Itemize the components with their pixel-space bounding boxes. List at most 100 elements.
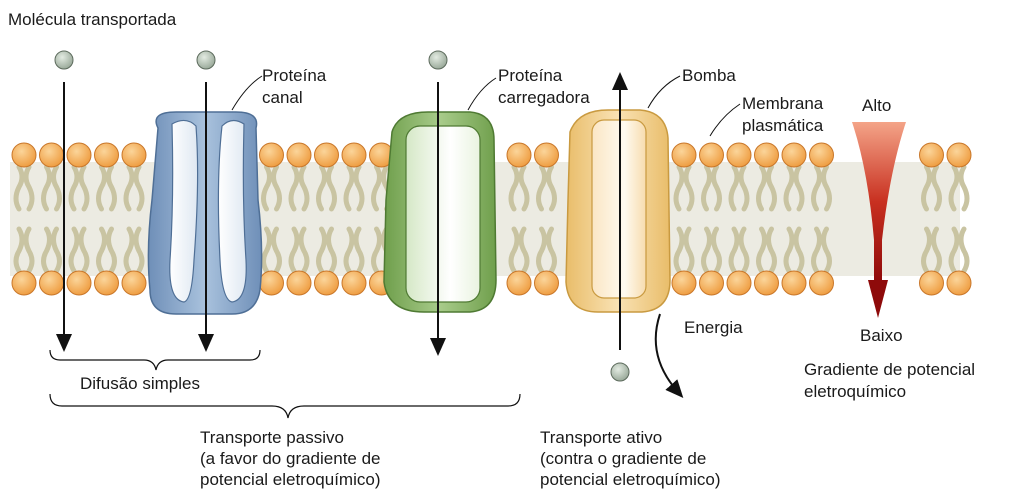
lipid-head bbox=[94, 142, 119, 168]
lipid-tail bbox=[353, 226, 365, 274]
lipid-tail bbox=[298, 226, 310, 274]
lipid-tail bbox=[738, 226, 750, 274]
lipid-tail bbox=[508, 164, 520, 212]
lipid-head bbox=[726, 270, 752, 296]
lipid-tail bbox=[133, 164, 145, 212]
lipid-tail bbox=[811, 164, 822, 212]
lipid-head bbox=[11, 270, 37, 296]
lipid-head bbox=[121, 142, 147, 168]
lipid-tail bbox=[793, 164, 805, 212]
lipid-tail bbox=[123, 226, 135, 274]
label-passive-line3: potencial eletroquímico) bbox=[200, 470, 381, 489]
lipid-tail bbox=[948, 226, 960, 274]
lipid-head bbox=[314, 142, 339, 168]
lipid-tail bbox=[931, 226, 942, 274]
lipid-tail bbox=[133, 226, 145, 274]
pump-protein bbox=[565, 109, 671, 313]
lipid-tail bbox=[948, 164, 960, 212]
lipid-tail bbox=[811, 226, 822, 274]
lipid-tail bbox=[701, 164, 712, 212]
label-membrane-line1: Membrana bbox=[742, 94, 824, 113]
lipid-head bbox=[66, 270, 92, 296]
label-gradient-line1: Gradiente de potencial bbox=[804, 360, 976, 379]
lipid-tail bbox=[518, 164, 530, 212]
lipid-head bbox=[671, 142, 697, 168]
lipid-head bbox=[39, 270, 64, 296]
lipid-head bbox=[809, 270, 834, 296]
lipid-tail bbox=[546, 164, 557, 212]
lipid-head bbox=[809, 142, 834, 168]
lipid-head bbox=[66, 142, 92, 168]
label-membrane-line2: plasmática bbox=[742, 116, 824, 135]
molecule-carrier bbox=[428, 50, 448, 70]
molecules bbox=[54, 50, 630, 382]
leader-lines bbox=[231, 75, 741, 137]
lipid-tail bbox=[261, 226, 272, 274]
lipid-tail bbox=[958, 164, 970, 212]
label-pump: Bomba bbox=[682, 66, 736, 85]
lipid-tail bbox=[106, 164, 117, 212]
lipid-head bbox=[946, 142, 972, 168]
channel-protein bbox=[147, 111, 263, 315]
lipid-tail bbox=[23, 164, 35, 212]
lipid-tail bbox=[41, 226, 52, 274]
lipid-tail bbox=[673, 226, 685, 274]
lipid-tail bbox=[96, 226, 107, 274]
lipid-tail bbox=[766, 164, 777, 212]
label-carrier-line1: Proteína bbox=[498, 66, 563, 85]
lipid-head bbox=[94, 270, 119, 296]
lipid-head bbox=[919, 142, 944, 168]
lipid-tail bbox=[326, 164, 337, 212]
lipid-tail bbox=[821, 226, 832, 274]
transport-arrows bbox=[56, 72, 684, 398]
lipid-tail bbox=[921, 164, 932, 212]
lipid-tail bbox=[821, 164, 832, 212]
lipid-head bbox=[534, 270, 559, 296]
lipid-head bbox=[781, 270, 807, 296]
label-active-line3: potencial eletroquímico) bbox=[540, 470, 721, 489]
label-molecule: Molécula transportada bbox=[8, 10, 177, 29]
lipid-tail bbox=[96, 164, 107, 212]
lipid-tail bbox=[711, 164, 722, 212]
lipid-tail bbox=[766, 226, 777, 274]
lipid-tail bbox=[326, 226, 337, 274]
lipid-tail bbox=[261, 164, 272, 212]
lipid-tail bbox=[78, 226, 90, 274]
lipid-tail bbox=[353, 164, 365, 212]
label-low: Baixo bbox=[860, 326, 903, 345]
lipid-tail bbox=[711, 226, 722, 274]
lipid-tail bbox=[316, 226, 327, 274]
lipid-head bbox=[726, 142, 752, 168]
lipid-head bbox=[341, 270, 367, 296]
molecule-diffusion bbox=[54, 50, 74, 70]
lipid-tail bbox=[23, 226, 35, 274]
lipid-tail bbox=[271, 164, 282, 212]
lipid-head bbox=[286, 142, 312, 168]
label-active-line2: (contra o gradiente de bbox=[540, 449, 707, 468]
lipid-head bbox=[259, 270, 284, 296]
label-channel-line1: Proteína bbox=[262, 66, 327, 85]
lipid-head bbox=[314, 270, 339, 296]
lipid-tail bbox=[673, 164, 685, 212]
lipid-tail bbox=[756, 226, 767, 274]
lipid-tail bbox=[51, 226, 62, 274]
lipid-tail bbox=[536, 164, 547, 212]
lipid-tail bbox=[756, 164, 767, 212]
molecule-channel bbox=[196, 50, 216, 70]
lipid-head bbox=[39, 142, 64, 168]
lipid-head bbox=[699, 270, 724, 296]
lipid-tail bbox=[343, 164, 355, 212]
lipid-tail bbox=[51, 164, 62, 212]
label-carrier-line2: carregadora bbox=[498, 88, 590, 107]
lipid-head bbox=[506, 270, 532, 296]
lipid-tail bbox=[68, 226, 80, 274]
lipid-tail bbox=[931, 164, 942, 212]
lipid-head bbox=[11, 142, 37, 168]
lipid-tail bbox=[343, 226, 355, 274]
lipid-tail bbox=[271, 226, 282, 274]
lipid-tails bbox=[13, 164, 970, 274]
lipid-tail bbox=[683, 164, 695, 212]
lipid-tail bbox=[41, 164, 52, 212]
lipid-tail bbox=[546, 226, 557, 274]
lipid-tail bbox=[371, 164, 382, 212]
